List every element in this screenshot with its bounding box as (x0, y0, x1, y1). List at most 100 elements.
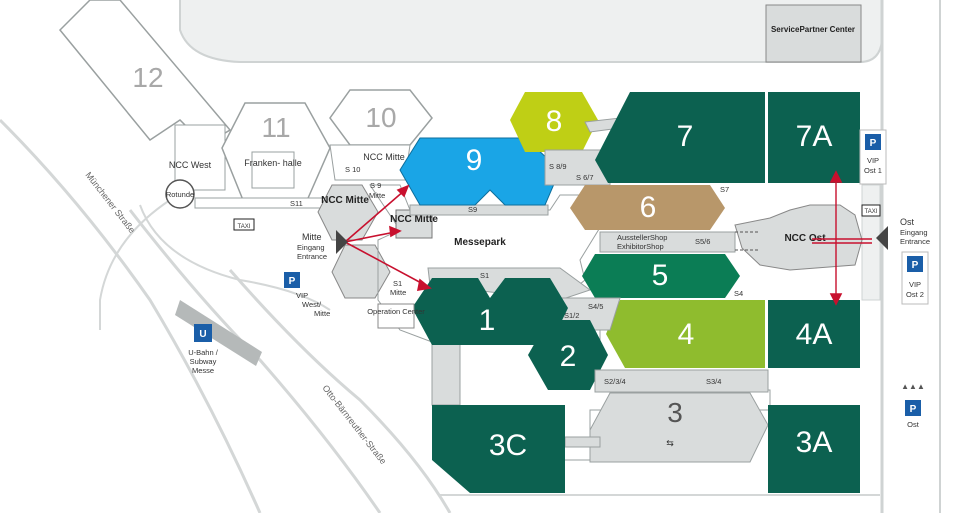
hall-4a-shape (768, 300, 860, 368)
frankenhalle-label: Franken- halle (244, 158, 302, 168)
ost-entrance-label: Ost (900, 217, 915, 227)
s11-label: S11 (290, 199, 303, 208)
swap-icon: ⇆ (666, 438, 674, 448)
ncc-ost-label: NCC Ost (784, 233, 826, 244)
hall-6-label: 6 (640, 191, 657, 224)
vip-ost2-sub: Ost 2 (906, 290, 924, 299)
vip-west-label: VIP (296, 291, 308, 300)
parking-ost-label: Ost (907, 420, 920, 429)
s1-mitte-label-2: Mitte (390, 288, 406, 297)
service-partner-label: ServicePartner Center (771, 25, 855, 34)
s34-label: S3/4 (706, 377, 721, 386)
s89-label: S 8/9 (549, 162, 567, 171)
rotunde-shape (165, 179, 195, 209)
parking-vip-west-icon (284, 272, 300, 288)
hall-3-label: 3 (667, 397, 683, 428)
hall-5-shape (582, 254, 740, 298)
ring-road-2 (99, 199, 171, 330)
ubahn-label-3: Messe (192, 366, 214, 375)
hall-11-label: 11 (261, 112, 290, 143)
parking-vip-ost1-symbol: P (870, 138, 877, 149)
hall-2-label: 2 (560, 340, 577, 373)
s9-mitte-label-2: Mitte (369, 191, 385, 200)
ost-entrance-en: Entrance (900, 237, 930, 246)
exhibitor-shop-label: ExhibitorShop (617, 242, 664, 251)
ncc-ost-shape (734, 204, 863, 271)
muenchener-strasse-label: Münchener Straße (83, 170, 137, 235)
vip-ost2-label: VIP (909, 280, 921, 289)
ubahn-label: U-Bahn / (188, 348, 219, 357)
hall-2-shape (528, 320, 608, 390)
ncc-mitte-lower-shape (331, 244, 391, 299)
taxi-ost-label: TAXI (865, 209, 878, 215)
s234-label: S2/3/4 (604, 377, 626, 386)
vip-ost1-label: VIP (867, 156, 879, 165)
rotunde-label: Rotunde (166, 190, 194, 199)
hall-3a-label: 3A (796, 426, 833, 459)
taxi-west-sign (233, 218, 255, 231)
parking-vip-ost1-icon (865, 134, 881, 150)
hall-3a-shape (768, 405, 860, 493)
ost-entrance-marker (876, 226, 888, 250)
messepark-label: Messepark (454, 237, 506, 248)
vip-west-sub: West/ (302, 300, 322, 309)
ncc-mitte-left-label: NCC Mitte (321, 195, 369, 206)
mitte-entrance-de: Eingang (297, 243, 325, 252)
s9-corridor (409, 204, 549, 216)
parking-ost-icon (905, 400, 921, 416)
ncc-mitte-top-shape (329, 144, 411, 181)
ubahn-symbol: U (199, 329, 206, 340)
ncc-west-corridor (174, 124, 226, 191)
hall-1-label: 1 (479, 304, 496, 337)
inner-road (128, 209, 382, 513)
ncc-west-label: NCC West (169, 160, 212, 170)
hall-7-shape (595, 92, 765, 183)
north-road (179, 0, 883, 63)
hall-5-label: 5 (652, 259, 669, 292)
parking-ost-chevrons: ▲▲▲ (901, 382, 925, 391)
parking-vip-ost2-symbol: P (912, 260, 919, 271)
hall-8-label: 8 (546, 105, 563, 138)
ring-road (139, 204, 331, 311)
entrance-arrows (344, 170, 872, 306)
s45-label: S4/5 (588, 302, 603, 311)
operation-center-label: Operation Center (367, 307, 425, 316)
mitte-entrance-label: Mitte (302, 232, 322, 242)
hall-3c-label: 3C (489, 429, 527, 462)
hall-8-shape (510, 92, 598, 152)
ncc-mitte-inner-label: NCC Mitte (390, 214, 438, 225)
taxi-west-label: TAXI (238, 224, 251, 230)
vip-ost1-sub: Ost 1 (864, 166, 882, 175)
hall-3c-shape (432, 405, 565, 493)
hall-10-label: 10 (365, 102, 396, 133)
hall-4-shape (606, 300, 765, 368)
ncc-mitte-top-label: NCC Mitte (363, 152, 405, 162)
messepark-walkway (369, 184, 771, 461)
ubahn-icon (194, 324, 212, 342)
ost-entrance-de: Eingang (900, 228, 928, 237)
hall-9-shape (399, 137, 561, 206)
parking-ost-symbol: P (910, 404, 917, 415)
operation-center-shape (377, 303, 415, 329)
s1-mitte-label: S1 (393, 279, 402, 288)
hall-4a-label: 4A (796, 318, 833, 351)
frankenhalle-shape (251, 151, 295, 189)
otto-road (228, 269, 452, 513)
s10-label: S 10 (345, 165, 360, 174)
s67-label: S 6/7 (576, 173, 594, 182)
service-partner-shape (765, 4, 862, 63)
s9-mitte-label: S 9 (370, 181, 381, 190)
s9-label: S9 (468, 205, 477, 214)
hall-7a-shape (768, 92, 860, 183)
aussteller-shop-label: AusstellerShop (617, 233, 667, 242)
s234-strip (594, 369, 769, 393)
hall-9-label: 9 (466, 144, 483, 177)
ncc-ost-link (735, 231, 760, 251)
hall-4-label: 4 (678, 318, 695, 351)
mitte-entrance-en: Entrance (297, 252, 327, 261)
s12-label: S1/2 (564, 311, 579, 320)
s56-label: S5/6 (695, 237, 710, 246)
s11-corridor (194, 197, 331, 209)
hall-1-shape (412, 278, 568, 345)
